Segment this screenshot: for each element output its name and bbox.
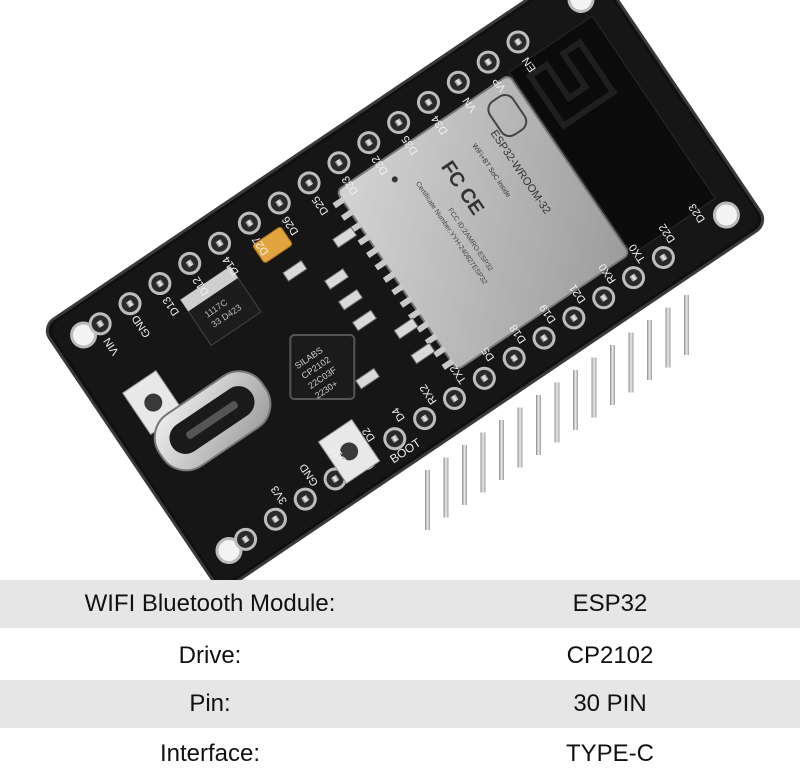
underside-pin	[573, 370, 578, 430]
spec-label: WIFI Bluetooth Module:	[84, 590, 336, 617]
module-pad	[391, 283, 405, 296]
underside-pin	[517, 407, 523, 468]
antenna-area	[508, 15, 716, 256]
spec-row: Interface: TYPE-C	[0, 730, 800, 778]
smd-components	[282, 226, 436, 390]
tantalum-capacitor	[252, 226, 293, 263]
spec-value: TYPE-C	[565, 740, 654, 767]
underside-pin	[499, 420, 504, 480]
header-pin-tip	[454, 78, 463, 87]
header-pin-tip	[480, 374, 489, 383]
header-pin-tip	[330, 474, 340, 484]
module-pad	[433, 345, 447, 358]
mounting-holes	[70, 0, 740, 565]
module-pad	[441, 358, 455, 370]
header-pin-tip	[510, 354, 519, 363]
underside-pin	[665, 307, 671, 368]
header-pins-underside	[425, 295, 689, 530]
spec-row: WIFI Bluetooth Module: ESP32	[0, 580, 800, 628]
module-pad	[357, 233, 371, 246]
header-pin-tip	[483, 57, 493, 67]
header-pin-tip	[215, 239, 224, 248]
underside-pin	[554, 382, 560, 443]
voltage-regulator: 1117C 33 D423	[179, 265, 262, 347]
header-pin-tip	[539, 333, 549, 343]
header-pin-tip	[301, 494, 310, 504]
underside-pin	[684, 295, 689, 355]
module-pad	[399, 296, 413, 308]
cp2102-chip: SILABS CP2102 22C03F 2230+	[289, 333, 356, 401]
spec-value: CP2102	[566, 642, 654, 669]
module-pads	[332, 196, 455, 370]
header-pin-tip	[96, 319, 105, 328]
header-pin-tip	[599, 293, 608, 302]
underside-pin	[462, 445, 467, 505]
header-pin-tip	[275, 198, 284, 208]
wifi-logo	[487, 93, 528, 138]
header-pin-tip	[185, 259, 194, 268]
usb-c-port	[153, 370, 272, 472]
header-pin-tip	[420, 414, 429, 423]
underside-pin	[591, 357, 597, 418]
module-pad	[416, 320, 430, 333]
spec-label: Interface:	[159, 740, 261, 767]
header-pin-tip	[659, 253, 668, 262]
header-pin-tip	[629, 273, 638, 282]
underside-pin	[536, 395, 541, 455]
header-pin-tip	[569, 313, 579, 323]
module-pad	[332, 196, 346, 209]
module-pad	[382, 271, 397, 283]
esp32-board-photo: ESP32-WROOM-32 WiFi+BT SoC Inside Certif…	[45, 0, 765, 580]
spec-row: Pin: 30 PIN	[0, 680, 800, 728]
spec-label: Pin:	[189, 690, 231, 717]
module-pad	[424, 333, 439, 346]
header-pin-tip	[245, 218, 254, 228]
module-pad	[374, 258, 388, 271]
wroom-module: ESP32-WROOM-32 WiFi+BT SoC Inside Certif…	[337, 76, 629, 369]
underside-pin	[628, 332, 634, 393]
module-pad	[366, 246, 380, 258]
module-pad	[407, 308, 422, 321]
spec-value: ESP32	[572, 590, 648, 617]
header-pin-tip	[450, 394, 459, 403]
underside-pin	[610, 345, 615, 405]
header-pin-tip	[424, 98, 433, 107]
top-pin-header	[88, 30, 530, 336]
header-pin-tip	[364, 138, 373, 147]
header-pin-tip	[304, 178, 314, 188]
boot-button	[317, 418, 381, 485]
header-pin-tip	[394, 118, 403, 127]
underside-pin	[443, 457, 449, 518]
spec-label: Drive:	[178, 642, 242, 669]
module-pad	[340, 209, 355, 221]
spec-row: Drive: CP2102	[0, 632, 800, 680]
header-pin-tip	[155, 279, 165, 288]
header-pin-tip	[241, 535, 250, 544]
underside-pin	[480, 432, 486, 493]
header-pin-tip	[271, 515, 280, 524]
header-pin-tip	[513, 37, 523, 47]
header-pin-tip	[390, 434, 399, 443]
spec-table: WIFI Bluetooth Module: ESP32 Drive: CP21…	[0, 580, 800, 769]
header-pin-tip	[125, 299, 135, 308]
underside-pin	[425, 470, 430, 530]
header-pin-tip	[334, 158, 344, 167]
spec-value: 30 PIN	[573, 690, 647, 717]
bottom-pin-header	[234, 246, 675, 551]
underside-pin	[647, 320, 652, 380]
